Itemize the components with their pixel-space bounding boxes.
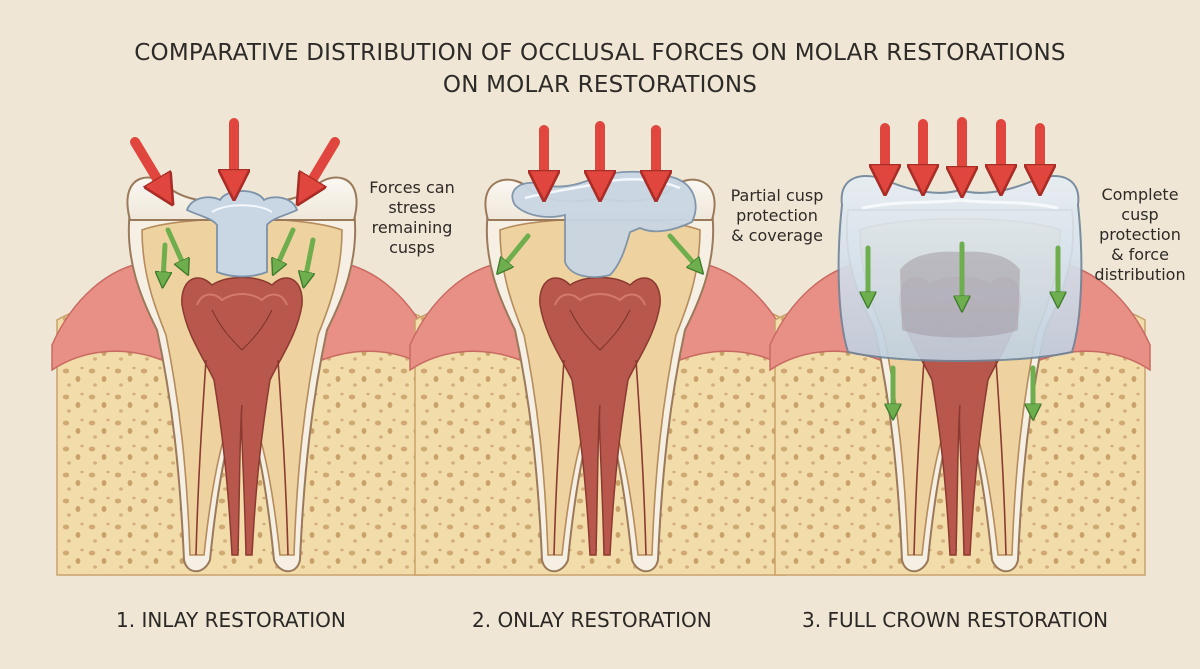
note-line: cusp [1121, 205, 1159, 224]
green-force-arrow [163, 242, 165, 280]
crown-caption: 3. FULL CROWN RESTORATION [802, 608, 1109, 632]
red-force-arrow [305, 137, 340, 192]
inlay-caption: 1. INLAY RESTORATION [116, 608, 346, 632]
note-line: remaining [371, 218, 453, 237]
red-force-arrow [130, 137, 165, 192]
note-line: stress [388, 198, 436, 217]
note-line: Partial cusp [730, 186, 824, 205]
note-line: Complete [1101, 185, 1179, 204]
green-force-arrow [305, 237, 316, 280]
green-force-arrow [667, 233, 698, 268]
onlay-note: Partial cusp protection & coverage [712, 186, 842, 246]
green-force-arrow [165, 227, 185, 268]
green-force-arrow [276, 227, 296, 268]
note-line: & coverage [731, 226, 823, 245]
note-line: Forces can [369, 178, 455, 197]
red-force-arrows [130, 117, 1040, 192]
note-line: protection [1099, 225, 1181, 244]
inlay-note: Forces can stress remaining cusps [352, 178, 472, 258]
crown-note: Complete cusp protection & force distrib… [1086, 185, 1194, 285]
note-line: distribution [1094, 265, 1186, 284]
diagram-title-line-1: COMPARATIVE DISTRIBUTION OF OCCLUSAL FOR… [134, 40, 1066, 66]
green-force-arrows [163, 227, 1058, 412]
note-line: & force [1111, 245, 1169, 264]
note-line: protection [736, 206, 818, 225]
diagram-title-line-2: ON MOLAR RESTORATIONS [442, 72, 758, 98]
note-line: cusps [389, 238, 435, 257]
green-force-arrow [502, 233, 531, 268]
onlay-caption: 2. ONLAY RESTORATION [472, 608, 712, 632]
